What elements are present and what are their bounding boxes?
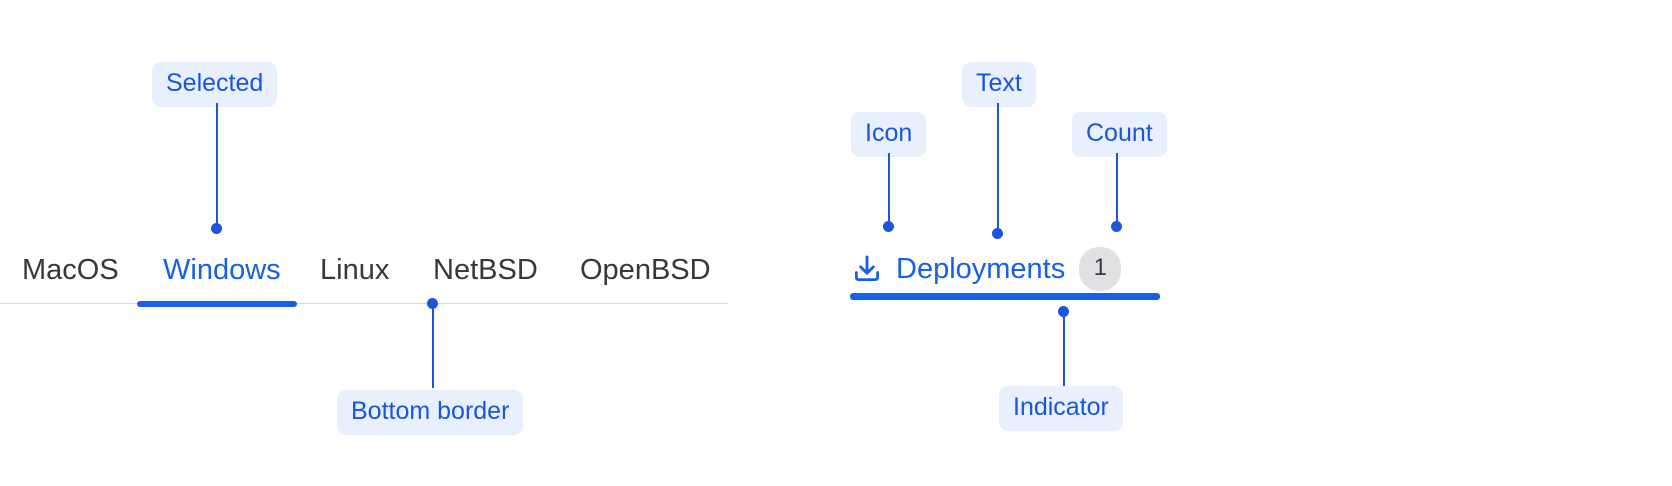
annotation-dot-indicator: [1058, 306, 1069, 317]
tab-macos[interactable]: MacOS: [22, 254, 119, 286]
tab-netbsd[interactable]: NetBSD: [433, 254, 538, 286]
tab-windows-underline: [137, 301, 297, 307]
annotation-chip-icon: Icon: [851, 112, 927, 157]
annotation-chip-text: Text: [962, 62, 1036, 107]
download-tray-icon: [854, 255, 880, 282]
deployments-tab-indicator: [850, 293, 1160, 300]
annotation-dot-text: [992, 228, 1003, 239]
tab-openbsd[interactable]: OpenBSD: [580, 254, 711, 286]
annotation-chip-indicator: Indicator: [999, 386, 1123, 431]
annotation-chip-selected: Selected: [152, 62, 278, 107]
annotation-dot-count: [1111, 221, 1122, 232]
annotation-dot-bottom-border: [427, 298, 438, 309]
annotation-connector-indicator: [1063, 313, 1065, 386]
tab-bar-bottom-border: [0, 303, 728, 304]
deployments-tab-count-badge: 1: [1079, 247, 1122, 291]
annotation-connector-text: [997, 103, 999, 231]
annotation-connector-selected: [216, 103, 218, 229]
annotation-chip-bottom-border: Bottom border: [337, 390, 524, 435]
annotation-connector-bottom-border: [432, 305, 434, 388]
deployments-tab-content: Deployments 1: [850, 244, 1122, 294]
deployments-tab-label: Deployments: [896, 253, 1066, 285]
annotation-dot-selected: [211, 223, 222, 234]
annotation-dot-icon: [883, 221, 894, 232]
tab-bar: MacOS Windows Linux NetBSD OpenBSD: [0, 248, 728, 307]
annotation-connector-icon: [888, 153, 890, 225]
annotation-chip-count: Count: [1072, 112, 1167, 157]
tab-windows[interactable]: Windows: [163, 254, 281, 286]
tab-linux[interactable]: Linux: [320, 254, 390, 286]
deployments-tab[interactable]: Deployments 1: [850, 244, 1160, 306]
annotation-connector-count: [1116, 153, 1118, 225]
